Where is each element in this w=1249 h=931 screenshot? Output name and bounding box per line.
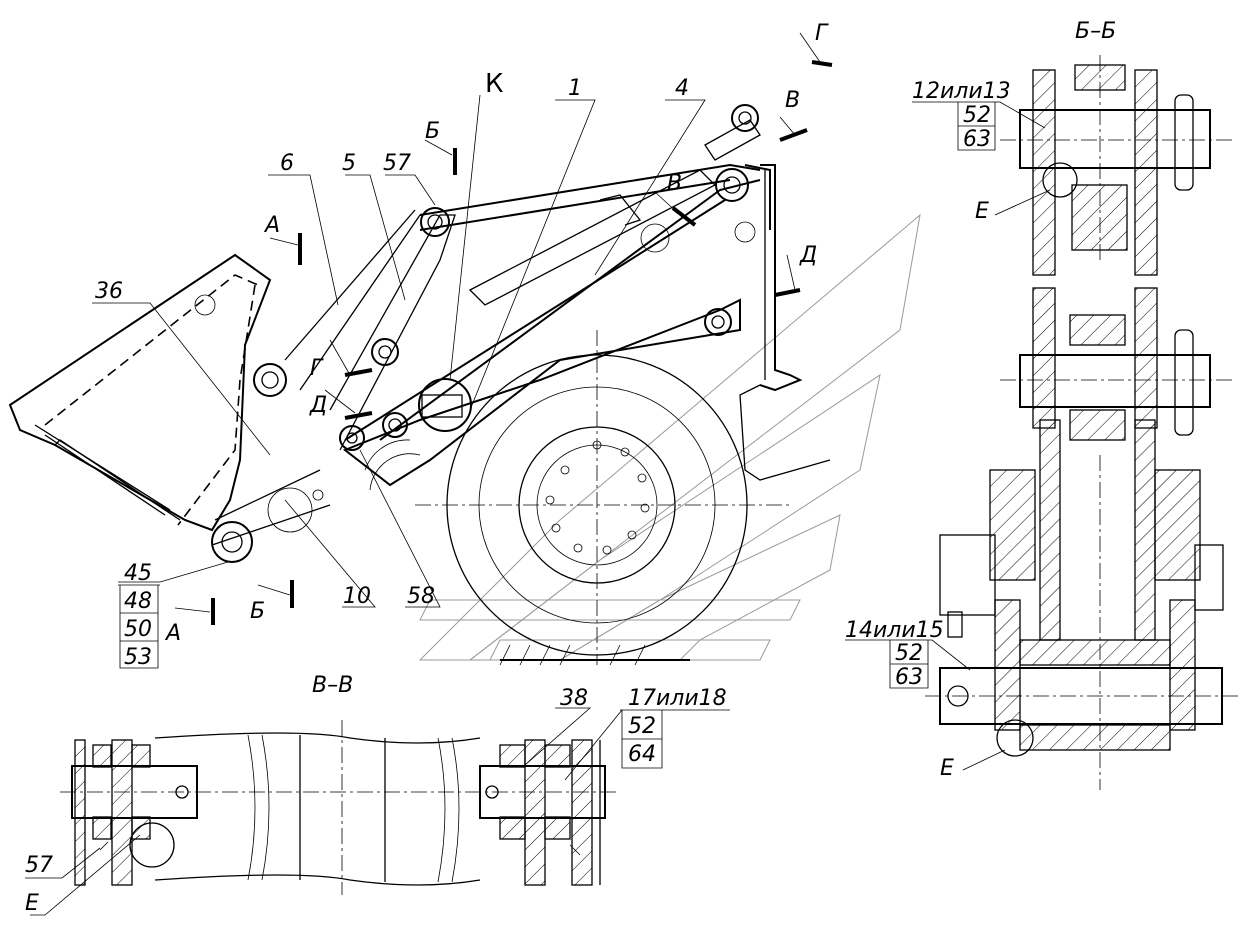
cut-marker-d-upper: Д — [799, 243, 817, 268]
svg-text:52: 52 — [963, 103, 991, 128]
svg-text:48: 48 — [124, 589, 152, 614]
cut-marker-b-upper: Б — [425, 119, 440, 144]
detail-e-bb-top: Е — [975, 199, 989, 224]
svg-text:63: 63 — [963, 127, 991, 152]
section-vv: В–В — [25, 673, 730, 916]
stack-label-bb-bottom: 14или15 52 63 — [845, 618, 971, 690]
part-label-6: 6 — [280, 151, 294, 176]
watermark — [418, 213, 921, 661]
cut-marker-d-lower: Д — [309, 393, 327, 418]
cut-marker-b-lower: Б — [250, 599, 265, 624]
cut-marker-k: К — [485, 69, 503, 99]
cut-marker-a-lower: А — [164, 621, 181, 646]
cut-marker-v-lower: В — [667, 171, 682, 196]
stack-label-main: 45 48 50 53 — [118, 561, 160, 670]
svg-text:50: 50 — [124, 617, 152, 642]
cut-marker-g-lower: Г — [310, 356, 324, 381]
part-label-5: 5 — [342, 151, 356, 176]
main-view: 6 5 57 1 4 36 10 58 К А Б Б А Г Д В В Г … — [8, 21, 833, 670]
svg-text:45: 45 — [124, 561, 152, 586]
stack-label-vv-right: 17или18 52 64 — [564, 686, 730, 781]
svg-text:52: 52 — [628, 714, 656, 739]
section-title-vv: В–В — [312, 673, 353, 698]
part-label-4: 4 — [675, 76, 689, 101]
svg-text:53: 53 — [124, 645, 152, 670]
svg-text:63: 63 — [895, 665, 923, 690]
svg-text:17или18: 17или18 — [628, 686, 727, 711]
section-title-bb: Б–Б — [1075, 19, 1116, 44]
cut-marker-v-upper: В — [785, 88, 800, 113]
detail-e-vv: Е — [25, 891, 39, 916]
cut-marker-g-upper: Г — [815, 21, 829, 46]
part-label-57: 57 — [383, 151, 411, 176]
svg-text:14или15: 14или15 — [845, 618, 944, 643]
part-label-58: 58 — [407, 584, 435, 609]
cut-marker-a-upper: А — [263, 213, 280, 238]
svg-text:12или13: 12или13 — [912, 79, 1011, 104]
stack-label-bb-top: 12или13 52 63 — [912, 79, 1046, 152]
svg-text:52: 52 — [895, 641, 923, 666]
section-bb: Б–Б — [845, 19, 1240, 790]
part-label-1: 1 — [568, 76, 582, 101]
detail-e-bb-bottom: Е — [940, 756, 954, 781]
part-label-10: 10 — [343, 584, 371, 609]
svg-text:64: 64 — [628, 742, 656, 767]
part-label-57-vv: 57 — [25, 853, 53, 878]
part-label-38: 38 — [560, 686, 588, 711]
part-label-36: 36 — [95, 279, 123, 304]
